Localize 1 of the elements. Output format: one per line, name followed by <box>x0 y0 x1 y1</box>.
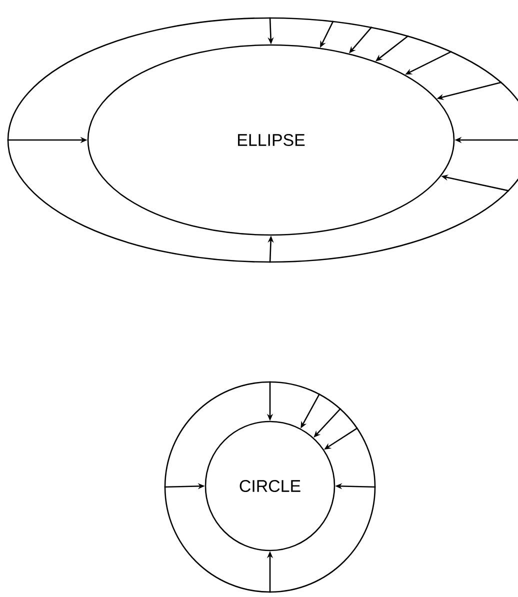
outer-circle <box>164 381 376 593</box>
